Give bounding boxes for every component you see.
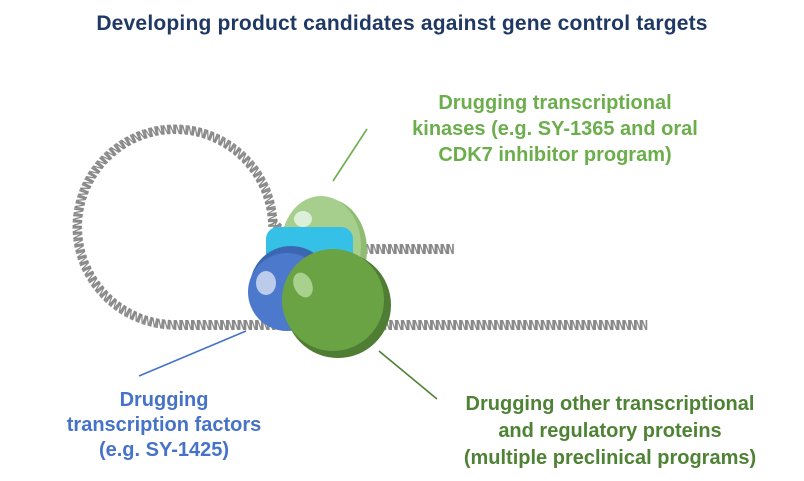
page-title: Developing product candidates against ge… (96, 12, 708, 35)
callout-kinases-line2: kinases (e.g. SY-1365 and oral (412, 118, 698, 140)
callout-kinases: Drugging transcriptional kinases (e.g. S… (375, 90, 735, 168)
kinases-connector-line (332, 128, 368, 182)
callout-factors-line3: (e.g. SY-1425) (98, 439, 230, 461)
callout-other-line1: Drugging other transcriptional (465, 393, 755, 415)
callout-transcription-factors: Drugging transcription factors (e.g. SY-… (24, 388, 304, 463)
gene-control-protein-complex (248, 196, 391, 358)
callout-kinases-line3: CDK7 inhibitor program) (438, 144, 672, 166)
other-connector-line (378, 350, 438, 400)
callout-kinases-line1: Drugging transcriptional (438, 92, 672, 114)
callout-other-line3: (multiple preclinical programs) (463, 447, 757, 469)
callout-other-proteins: Drugging other transcriptional and regul… (430, 391, 790, 472)
callout-factors-line2: transcription factors (66, 414, 262, 436)
callout-factors-line1: Drugging (119, 389, 209, 411)
regulatory-protein-sphere (282, 249, 391, 358)
factors-connector-line (138, 330, 247, 377)
callout-other-line2: and regulatory proteins (498, 420, 722, 442)
